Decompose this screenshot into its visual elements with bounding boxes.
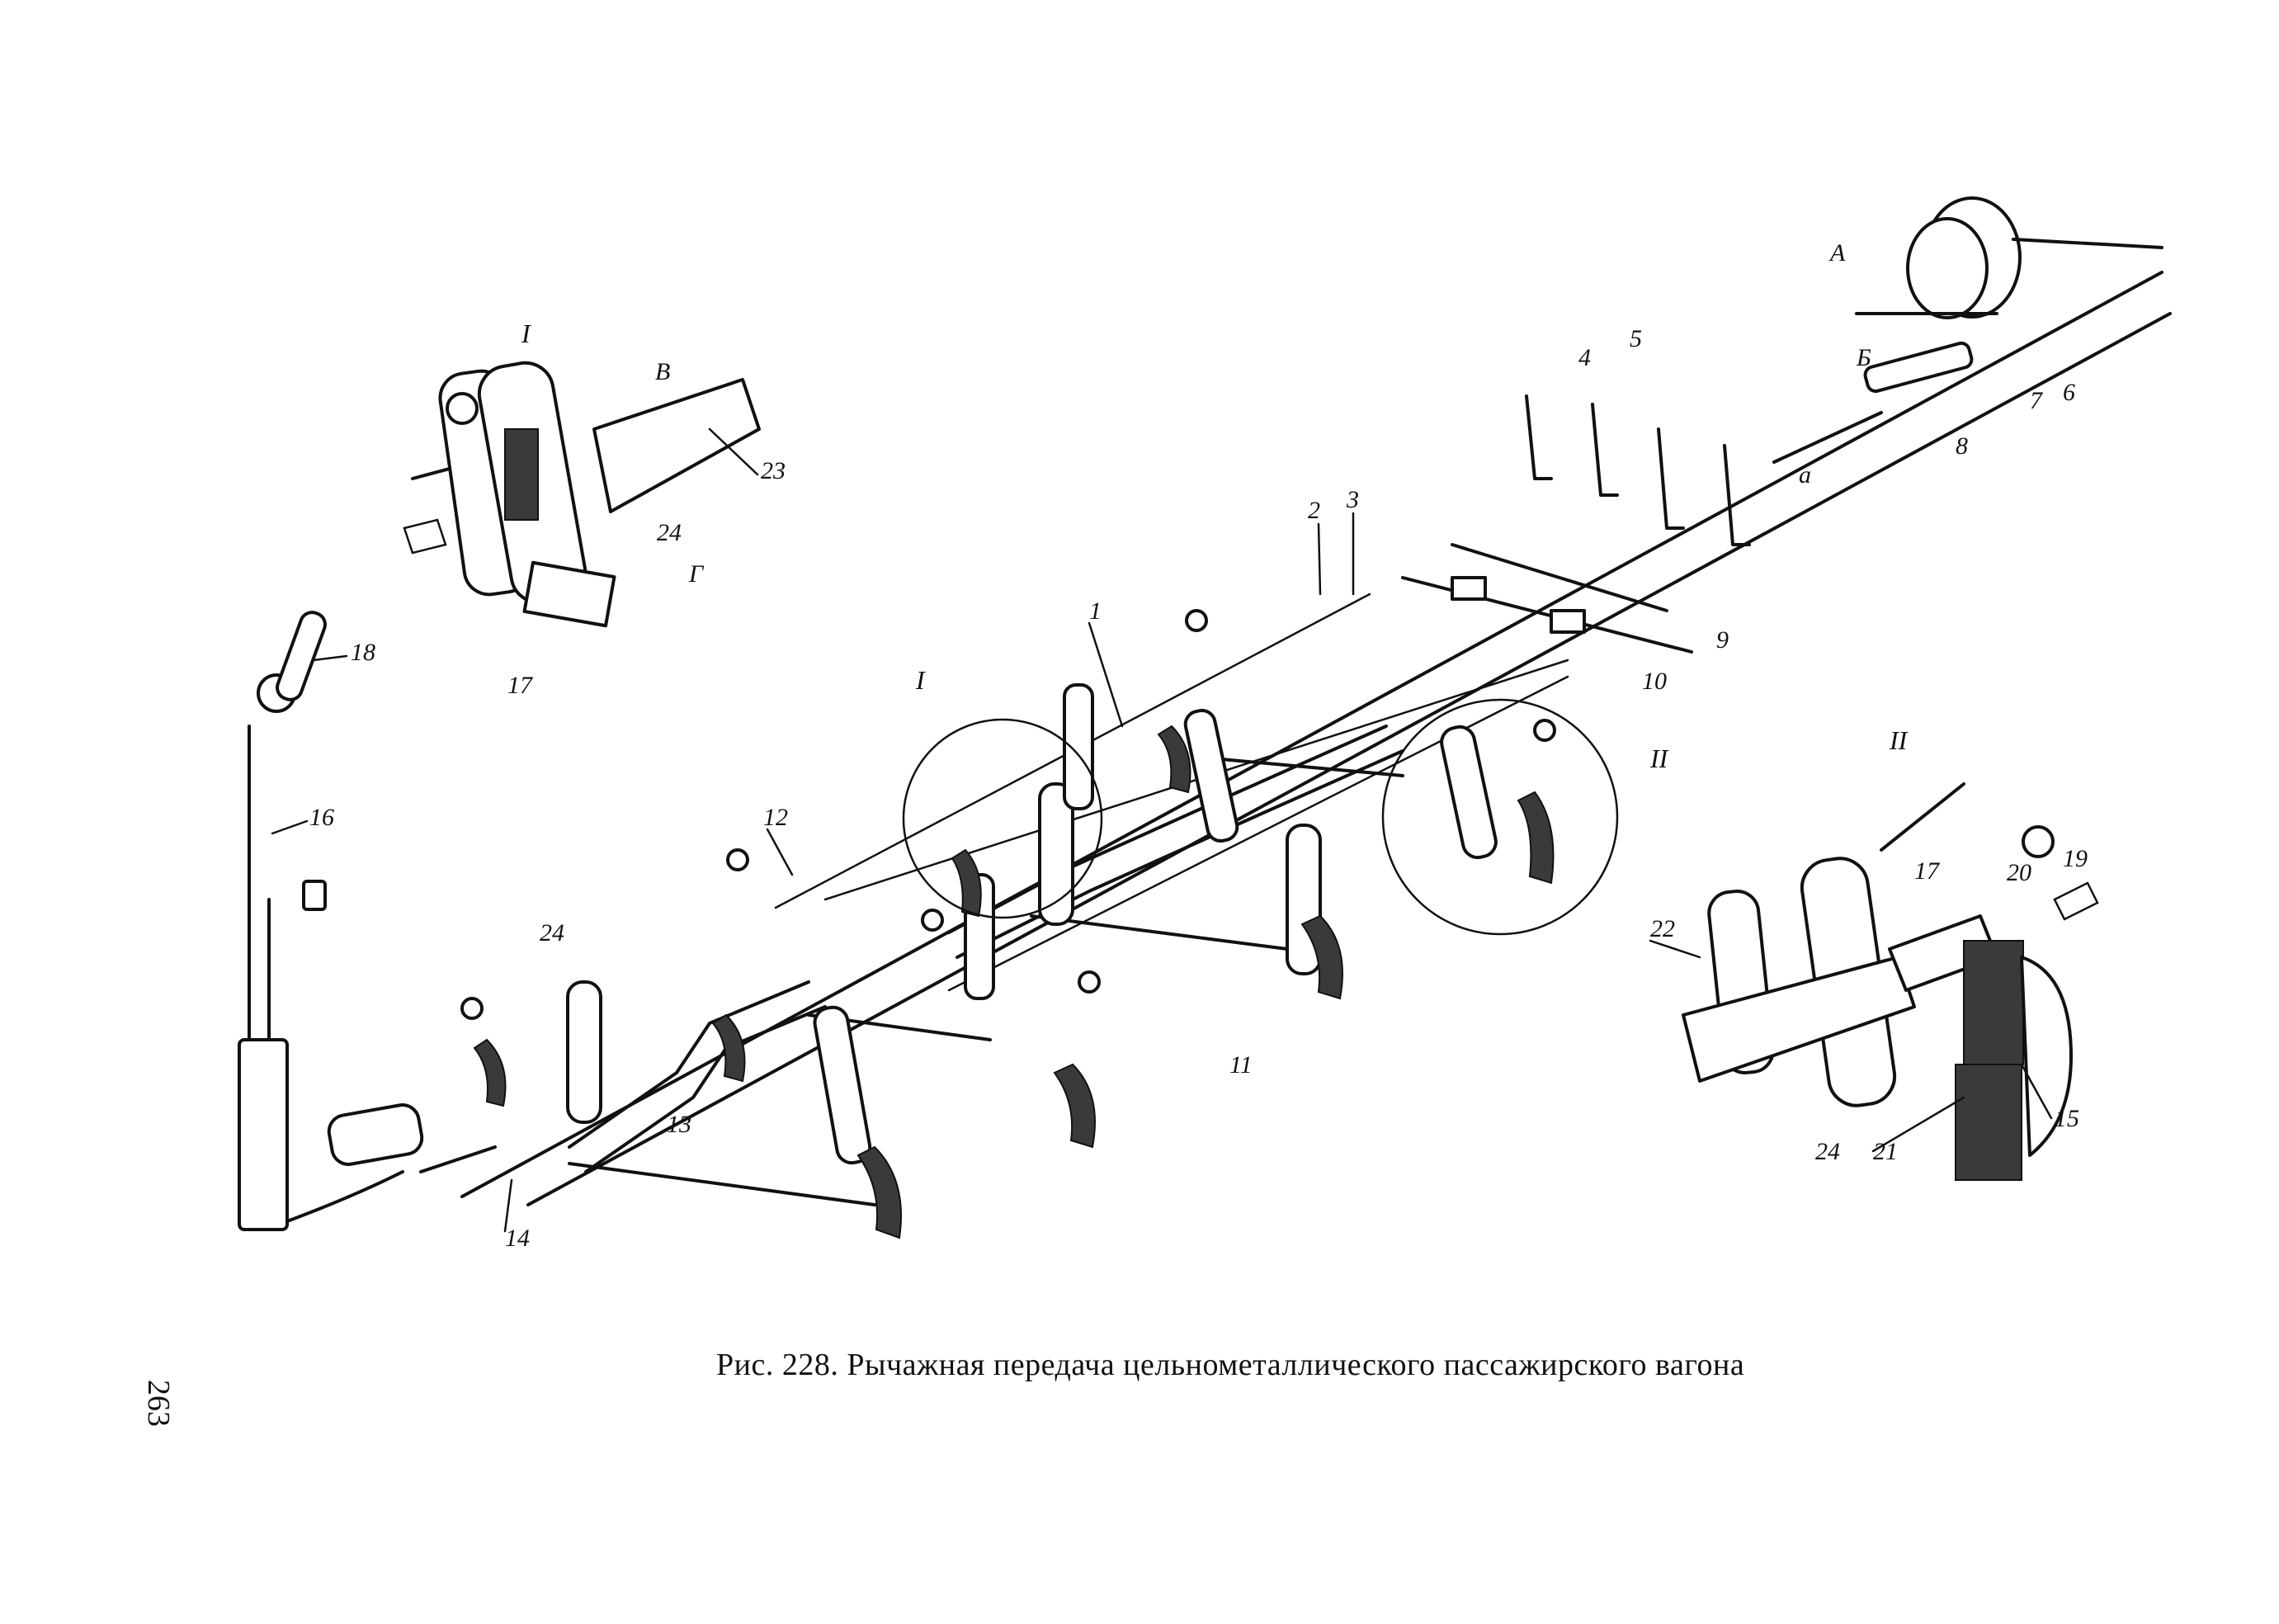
callout-B: Б (1856, 344, 1871, 371)
page-number: 263 (141, 1380, 176, 1427)
callout-16: 16 (309, 804, 334, 831)
callout-7: 7 (2030, 387, 2044, 414)
callout-V: В (655, 358, 670, 385)
callout-3: 3 (1346, 486, 1359, 513)
callout-1: 1 (1089, 597, 1102, 625)
detail-I (403, 361, 761, 628)
callout-2: 2 (1308, 497, 1320, 524)
circle-II-label: II (1649, 744, 1669, 773)
callout-17-detail-II: 17 (1914, 857, 1941, 885)
callout-13: 13 (667, 1111, 691, 1138)
callout-8: 8 (1956, 432, 1968, 460)
callout-labels: 1 2 3 4 5 6 7 8 9 10 11 12 13 14 15 16 1… (271, 239, 2088, 1252)
callout-10: 10 (1642, 668, 1667, 695)
callout-23: 23 (761, 457, 786, 484)
figure-caption: Рис. 228. Рычажная передача цельнометалл… (716, 1348, 1745, 1382)
callout-12: 12 (763, 804, 788, 831)
circle-I-label: I (915, 665, 926, 695)
callout-9: 9 (1716, 626, 1729, 654)
callout-19: 19 (2063, 845, 2088, 872)
main-linkage (238, 196, 2172, 1239)
callout-20: 20 (2007, 859, 2031, 886)
detail-I-heading: I (521, 319, 531, 348)
callout-5: 5 (1630, 325, 1642, 352)
callout-15: 15 (2055, 1105, 2079, 1132)
callout-18: 18 (351, 639, 375, 666)
callout-A: А (1828, 239, 1846, 267)
callout-11: 11 (1229, 1051, 1253, 1079)
callout-4: 4 (1578, 344, 1591, 371)
callout-22: 22 (1650, 915, 1675, 942)
callout-17-detail-I: 17 (507, 672, 534, 699)
callout-G: Г (688, 560, 705, 588)
callout-14: 14 (505, 1225, 530, 1252)
callout-24-detail-II: 24 (1815, 1138, 1840, 1165)
callout-6: 6 (2063, 379, 2075, 406)
detail-II (1682, 782, 2099, 1181)
callout-a: а (1799, 461, 1811, 489)
detail-II-heading: II (1889, 725, 1909, 755)
callout-24-main: 24 (540, 919, 564, 947)
callout-24-detail-I: 24 (657, 519, 682, 546)
callout-21: 21 (1873, 1138, 1898, 1165)
